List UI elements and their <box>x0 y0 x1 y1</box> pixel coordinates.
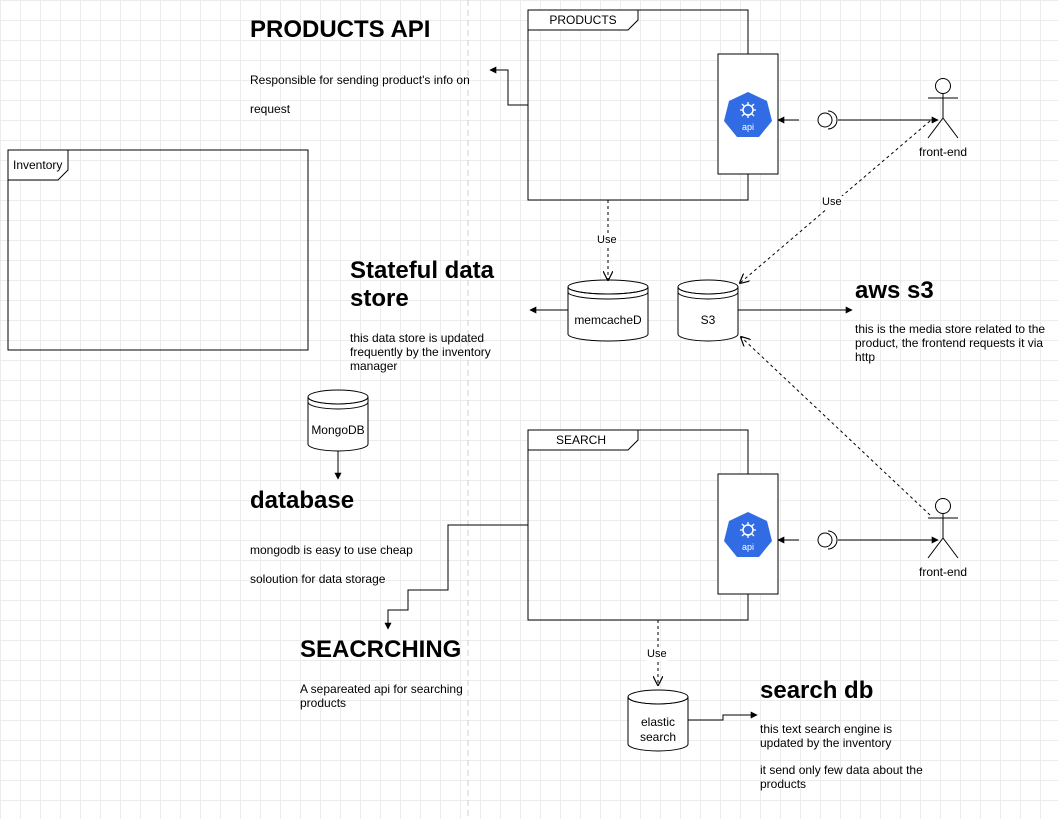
search-interface-socket[interactable] <box>777 530 939 550</box>
s3-cylinder[interactable] <box>677 279 739 342</box>
search-db-title: search db <box>760 677 874 704</box>
memcached-label: memcacheD <box>574 313 642 327</box>
products-to-note-edge[interactable] <box>489 66 528 106</box>
aws-s3-desc: this is the media store related to the p… <box>855 322 1046 364</box>
search-frame[interactable] <box>527 429 749 621</box>
search-api-icon-label: api <box>742 542 754 552</box>
products-api-desc-line2: request <box>250 102 291 116</box>
products-api-icon <box>724 92 772 137</box>
database-desc-line1: mongodb is easy to use cheap <box>250 543 413 557</box>
mongodb-cylinder[interactable] <box>307 389 369 452</box>
elastic-to-note-edge[interactable] <box>688 711 758 721</box>
frontend-actor-top[interactable] <box>927 78 959 139</box>
products-api-title: PRODUCTS API <box>250 16 431 43</box>
elastic-search-cylinder[interactable] <box>627 689 689 752</box>
frontend-s3-use-label: Use <box>821 196 843 209</box>
memcached-cylinder[interactable] <box>567 279 649 342</box>
frontend-bottom-label: front-end <box>918 565 968 579</box>
search-db-desc-line2: it send only few data about the products <box>760 763 923 791</box>
inventory-frame-label: Inventory <box>13 158 63 172</box>
products-frame[interactable] <box>527 9 749 201</box>
search-elastic-use-label: Use <box>646 648 668 661</box>
products-api-desc-line1: Responsible for sending product's info o… <box>250 73 470 87</box>
s3-label: S3 <box>700 313 716 327</box>
searching-title: SEACRCHING <box>300 636 462 663</box>
search-to-note-edge[interactable] <box>384 524 528 630</box>
searching-desc: A separeated api for searching products <box>300 682 463 710</box>
search-api-icon <box>724 512 772 557</box>
frontend-actor-bottom[interactable] <box>927 498 959 559</box>
search-db-desc-line1: this text search engine is updated by th… <box>760 722 893 750</box>
mongodb-label: MongoDB <box>311 423 365 437</box>
inventory-frame[interactable] <box>7 149 309 351</box>
aws-s3-title: aws s3 <box>855 277 934 304</box>
stateful-title: Stateful data store <box>350 257 495 312</box>
database-title: database <box>250 487 355 514</box>
frontend-top-label: front-end <box>918 145 968 159</box>
stateful-desc: this data store is updated frequently by… <box>350 331 491 373</box>
products-frame-label: PRODUCTS <box>549 13 617 27</box>
search-frame-label: SEARCH <box>555 433 606 447</box>
frontend-bottom-to-s3-edge[interactable] <box>741 337 931 516</box>
products-memcached-use-label: Use <box>596 234 618 247</box>
products-api-icon-label: api <box>742 122 754 132</box>
elastic-search-label: elastic search <box>639 715 677 744</box>
database-desc-line2: soloution for data storage <box>250 572 386 586</box>
products-interface-socket[interactable] <box>777 110 939 130</box>
